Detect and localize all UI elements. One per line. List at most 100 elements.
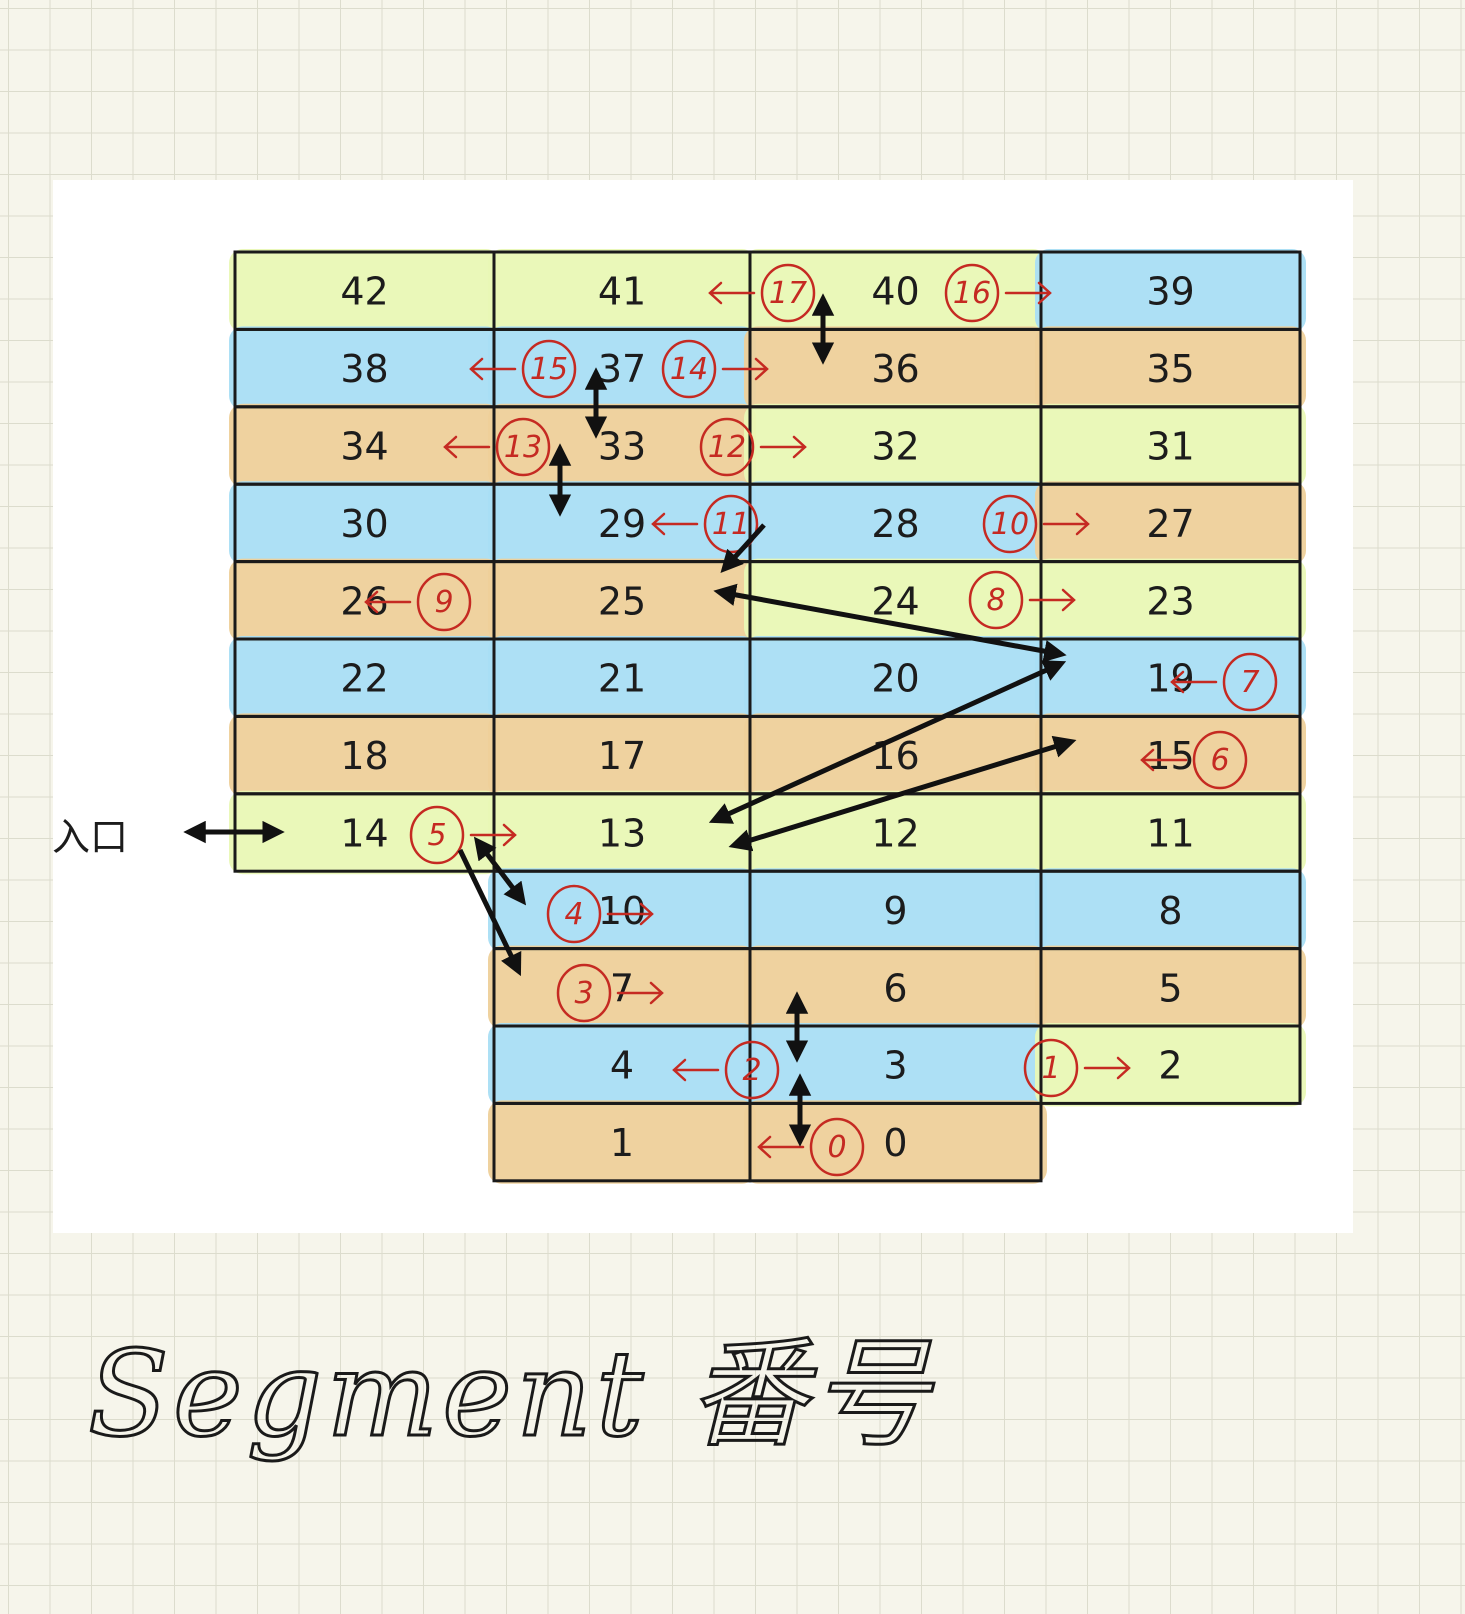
transfer-arrow (473, 836, 527, 906)
step-direction-arrow (1083, 1056, 1131, 1080)
step-direction-arrow (721, 357, 769, 381)
segment-fill-0 (744, 1100, 1047, 1184)
segment-fill-5 (1035, 945, 1306, 1029)
segment-number: 10 (598, 889, 646, 933)
step-number: 15 (530, 352, 568, 387)
segment-fill-9 (744, 868, 1047, 952)
segment-fill-18 (229, 713, 500, 797)
segment-fill-39 (1035, 249, 1306, 333)
segment-fill-1 (488, 1100, 756, 1184)
step-number: 2 (742, 1053, 761, 1088)
step-circle-4 (546, 884, 602, 944)
step-direction-arrow (757, 1135, 805, 1159)
segment-fills (229, 249, 1306, 1184)
step-direction-arrow (1042, 512, 1090, 536)
segment-fill-34 (229, 403, 500, 488)
step-circle-10 (982, 494, 1038, 554)
step-number: 5 (427, 818, 446, 853)
segment-number: 7 (610, 966, 634, 1010)
step-circle-15 (521, 339, 577, 399)
transfer-arrow (713, 583, 1067, 663)
segment-fill-27 (1035, 481, 1306, 565)
segment-fill-8 (1035, 868, 1306, 952)
segment-number: 14 (340, 812, 388, 856)
segment-number: 34 (340, 425, 388, 469)
segment-number: 32 (871, 425, 919, 469)
segment-number: 31 (1146, 425, 1194, 469)
step-number: 11 (712, 507, 750, 542)
segment-number: 28 (871, 502, 919, 546)
step-direction-arrow (443, 435, 491, 459)
segment-fill-38 (229, 326, 500, 410)
segment-fill-14 (229, 790, 500, 875)
step-circle-2 (724, 1040, 780, 1100)
segment-number: 20 (871, 657, 919, 701)
segment-fill-23 (1035, 558, 1306, 642)
segment-number: 19 (1146, 657, 1194, 701)
segment-number: 11 (1146, 812, 1194, 856)
step-number: 3 (574, 976, 593, 1011)
step-direction-arrow (672, 1058, 720, 1082)
segment-number: 2 (1158, 1044, 1182, 1088)
segment-fill-13 (488, 790, 756, 875)
step-number: 6 (1210, 743, 1229, 778)
segment-fill-15 (1035, 713, 1306, 797)
segment-fill-3 (744, 1023, 1047, 1107)
step-number: 14 (670, 352, 708, 387)
segment-number: 0 (883, 1121, 907, 1165)
segment-fill-21 (488, 636, 756, 720)
transfer-arrow (720, 523, 766, 573)
step-direction-arrow (708, 281, 756, 305)
step-number: 0 (827, 1130, 846, 1165)
segment-fill-25 (488, 558, 756, 642)
segment-number: 8 (1158, 889, 1182, 933)
route-arrows (457, 293, 1077, 1147)
segment-cell-2 (1039, 1024, 1302, 1105)
segment-number: 1 (610, 1121, 634, 1165)
step-circle-17 (760, 263, 816, 323)
segment-number: 24 (871, 579, 919, 623)
segment-number: 38 (340, 347, 388, 391)
segment-number: 22 (340, 657, 388, 701)
step-number: 4 (564, 897, 583, 932)
step-number: 8 (986, 583, 1005, 618)
segment-number: 5 (1158, 966, 1182, 1010)
step-direction-arrow (616, 981, 664, 1005)
step-direction-arrow (1140, 748, 1188, 772)
segment-fill-26 (229, 558, 500, 642)
segment-fill-32 (744, 403, 1047, 488)
step-circle-12 (699, 417, 755, 477)
step-circle-7 (1222, 652, 1278, 712)
segment-number: 33 (598, 425, 646, 469)
segment-fill-37 (488, 326, 756, 410)
segment-fill-41 (488, 249, 756, 333)
segment-number: 35 (1146, 347, 1194, 391)
segment-number: 3 (883, 1044, 907, 1088)
step-circle-16 (944, 263, 1000, 323)
step-direction-arrow (606, 902, 654, 926)
step-direction-arrow (759, 435, 807, 459)
segment-number: 37 (598, 347, 646, 391)
caption-handwritten: Segment 番号 (88, 1325, 935, 1463)
segment-number: 15 (1146, 734, 1194, 778)
segment-number: 4 (610, 1044, 634, 1088)
segment-number: 23 (1146, 579, 1194, 623)
step-number: 16 (953, 276, 991, 311)
step-circle-6 (1192, 730, 1248, 790)
step-number: 13 (504, 430, 542, 465)
step-circle-0 (809, 1117, 865, 1177)
transfer-arrow (708, 660, 1067, 824)
segment-fill-2 (1035, 1023, 1306, 1107)
segment-number: 27 (1146, 502, 1194, 546)
segment-number: 21 (598, 657, 646, 701)
segment-fill-10 (488, 868, 756, 952)
segment-number: 42 (340, 270, 388, 314)
segment-fill-7 (488, 945, 756, 1029)
entrance-label: 入口 (52, 815, 128, 859)
segment-fill-6 (744, 945, 1047, 1029)
segment-number: 9 (883, 889, 907, 933)
segment-fill-28 (744, 481, 1047, 565)
segment-fill-17 (488, 713, 756, 797)
step-number: 17 (769, 276, 807, 311)
